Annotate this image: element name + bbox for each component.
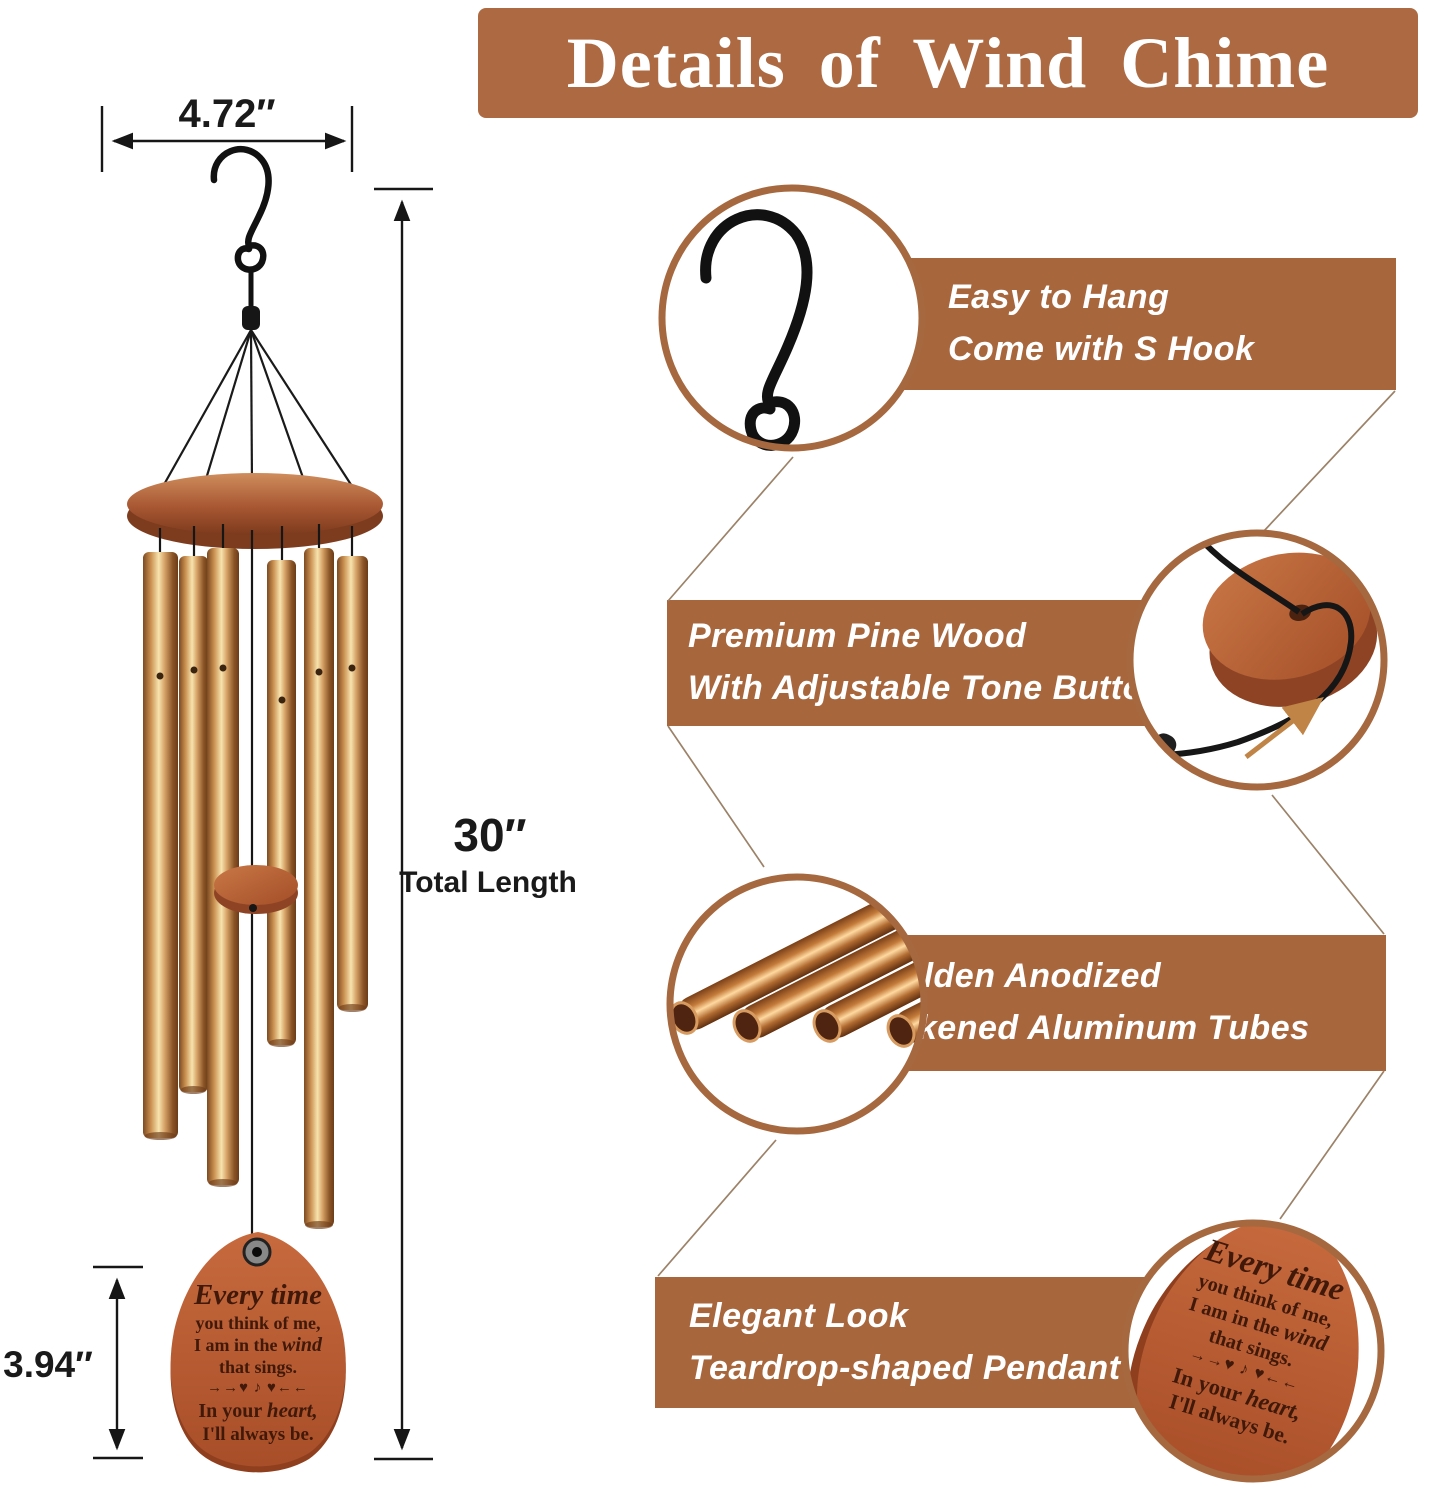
callout-banner-pine-wood: Premium Pine Wood With Adjustable Tone B… (667, 600, 1244, 726)
callout-4-line-2: Teardrop-shaped Pendant (689, 1348, 1121, 1387)
callout-4-line-1: Elegant Look (689, 1296, 909, 1335)
pendant-line-4: that sings. (218, 1357, 298, 1377)
callout-banner-tubes: 6 Golden Anodized Thickened Aluminum Tub… (738, 935, 1386, 1071)
pendant-decoration: →→♥ ♪ ♥←← (207, 1380, 309, 1396)
pendant-line-6: I'll always be. (202, 1424, 314, 1445)
dimension-total-length-label: Total Length (399, 866, 577, 899)
pendant-line-1: Every time (193, 1279, 323, 1311)
connector-lines (657, 390, 1396, 1277)
callout-2-line-1: Premium Pine Wood (688, 617, 1027, 656)
wind-chime-photo (127, 146, 383, 1473)
chime-strings (156, 329, 360, 498)
dimension-lines (93, 106, 433, 1461)
dimension-pendant-height: 3.94″ (3, 1344, 93, 1385)
callout-2-line-2: With Adjustable Tone Button (688, 669, 1166, 707)
chime-tubes (143, 548, 368, 1229)
page-title: Details of Wind Chime (478, 8, 1418, 118)
chime-hook-icon (210, 146, 272, 273)
pendant-engraving: Every time you think of me, I am in the … (158, 1278, 358, 1446)
pendant-line-3: I am in the wind (193, 1334, 323, 1356)
callout-banner-s-hook: Easy to Hang Come with S Hook (790, 258, 1396, 390)
callout-1-line-2: Come with S Hook (948, 330, 1255, 368)
pendant-line-5: In your heart, (198, 1398, 318, 1422)
chime-clapper (214, 872, 298, 914)
dimension-hook-width: 4.72″ (178, 92, 276, 136)
callout-3-line-1: 6 Golden Anodized (846, 957, 1162, 996)
pendant-engraving-callout: Every time you think of me, I am in the … (1118, 1219, 1387, 1464)
dimension-total-length-value: 30″ (453, 809, 527, 861)
callout-1-line-1: Easy to Hang (948, 278, 1170, 317)
callout-3-line-2: Thickened Aluminum Tubes (846, 1009, 1310, 1047)
pendant-line-2: you think of me, (195, 1313, 321, 1333)
